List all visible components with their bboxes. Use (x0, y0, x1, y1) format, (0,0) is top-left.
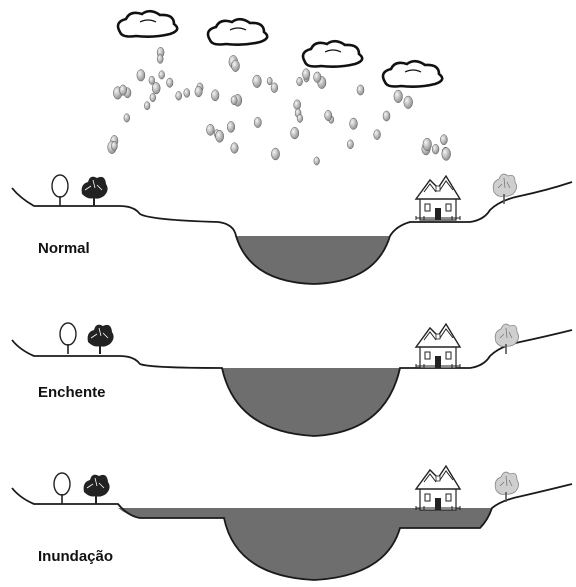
raindrop-icon (144, 102, 150, 110)
raindrop-icon (159, 71, 165, 79)
raindrop-icon (440, 135, 447, 145)
house-icon (416, 324, 460, 368)
raindrop-icon (347, 140, 353, 149)
raindrop-icon (442, 148, 451, 161)
raindrop-icon (124, 114, 130, 122)
raindrop-icon (314, 72, 321, 83)
panel-normal (12, 174, 572, 284)
raindrop-icon (291, 127, 299, 139)
cloud-icon (303, 41, 362, 66)
raindrop-icon (357, 85, 364, 95)
raindrop-icon (231, 96, 237, 105)
raindrop-icon (176, 91, 182, 100)
raindrop-icon (211, 90, 219, 101)
raindrop-icon (325, 110, 332, 120)
tree-icon (52, 175, 68, 206)
raindrop-icon (294, 100, 301, 110)
house-icon (416, 176, 460, 220)
house-icon (416, 466, 460, 510)
label-enchente: Enchente (38, 384, 106, 401)
raindrop-icon (195, 86, 202, 97)
raindrop-icon (152, 82, 160, 94)
cloud-icon (383, 61, 442, 86)
raindrop-icon (111, 142, 117, 151)
raindrop-icon (207, 124, 215, 135)
label-normal: Normal (38, 240, 90, 257)
raindrop-icon (227, 121, 235, 132)
raindrop-icon (184, 89, 190, 98)
raindrop-icon (216, 130, 224, 142)
raindrop-icon (267, 77, 272, 85)
raindrop-icon (253, 75, 262, 88)
raindrop-icon (297, 114, 303, 122)
tree-icon (60, 323, 76, 354)
cloud-icon (118, 11, 177, 36)
raindrop-icon (137, 70, 145, 82)
tree-icon (82, 177, 108, 206)
raindrop-icon (120, 85, 127, 95)
raindrop-icon (314, 157, 320, 165)
water-enchente (222, 368, 400, 436)
raindrop-icon (297, 77, 303, 86)
raindrop-icon (150, 93, 156, 101)
raindrop-icon (383, 111, 390, 121)
tree-icon (88, 325, 114, 354)
clouds-group (118, 11, 442, 86)
panel-enchente (12, 323, 572, 436)
raindrop-icon (231, 143, 238, 154)
raindrop-icon (394, 90, 403, 103)
label-inundacao: Inundação (38, 548, 113, 565)
cloud-icon (208, 19, 267, 44)
tree-icon (54, 473, 70, 504)
water-normal (236, 236, 390, 284)
raindrop-icon (303, 69, 310, 80)
raindrop-icon (232, 60, 240, 72)
raindrop-icon (271, 148, 279, 160)
raindrop-icon (254, 117, 261, 127)
raindrop-icon (271, 83, 278, 93)
raindrop-icon (374, 130, 381, 140)
raindrop-icon (350, 118, 358, 129)
raindrop-icon (432, 144, 439, 154)
raindrop-icon (157, 55, 163, 64)
raindrop-icon (167, 78, 173, 87)
raindrop-icon (404, 96, 413, 109)
raindrop-icon (423, 138, 432, 151)
tree-icon (84, 475, 110, 504)
